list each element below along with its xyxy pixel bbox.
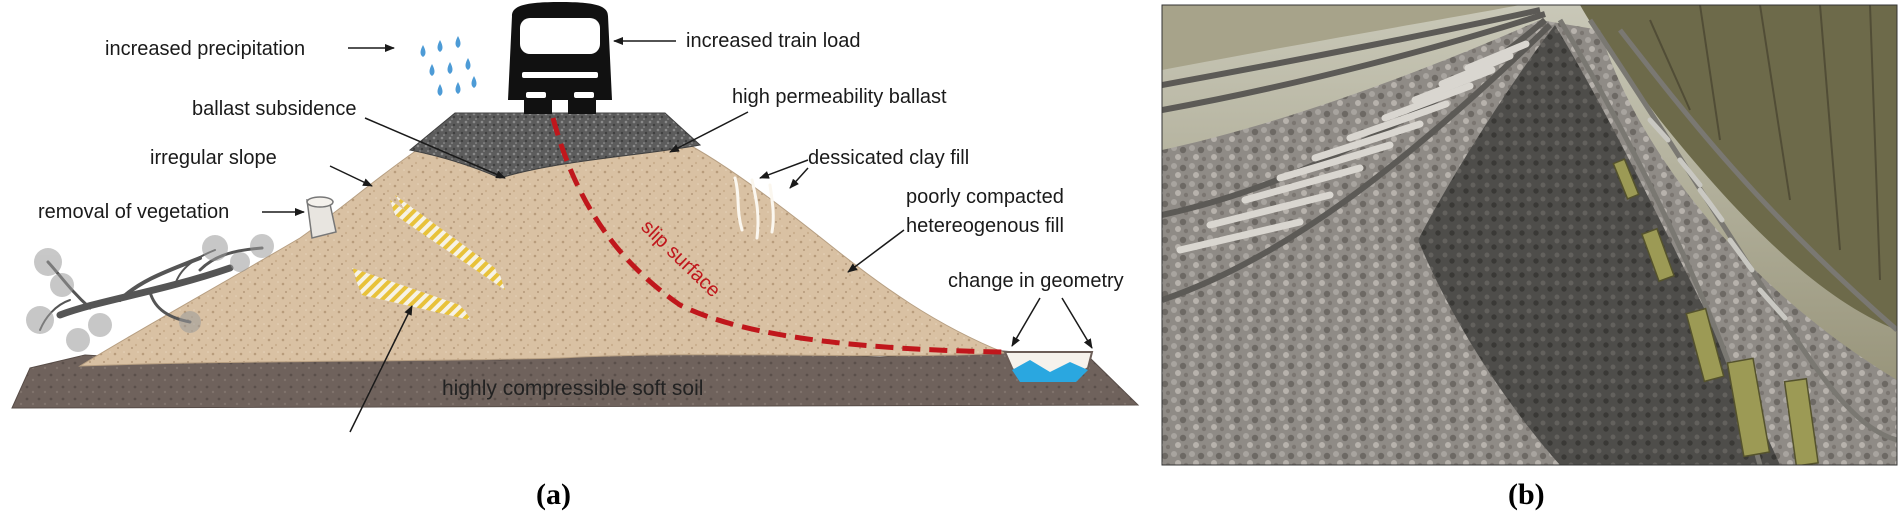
- arrow: [349, 305, 413, 433]
- embankment-fill: [78, 139, 1006, 367]
- subsided-section: [1418, 25, 1780, 465]
- tree-stump-icon: [306, 196, 337, 239]
- ballast-subsidence-label: ballast subsidence: [192, 98, 357, 120]
- panel-a: highly compressible soft soil: [11, 2, 1140, 511]
- change-in-geometry-label: change in geometry: [948, 270, 1124, 292]
- arrow: [1011, 297, 1041, 347]
- caption-a: (a): [536, 478, 571, 511]
- arrow: [847, 229, 905, 273]
- slip-surface-curve: [550, 117, 1006, 355]
- tree-foliage: [26, 234, 274, 352]
- soft-soil-label: highly compressible soft soil: [442, 377, 703, 400]
- arrow: [789, 167, 809, 189]
- increased-train-load-label: increased train load: [686, 30, 861, 52]
- weak-layer-upper: [390, 200, 505, 290]
- sleepers: [1176, 40, 1530, 254]
- train-icon: [508, 2, 612, 114]
- displaced-sleepers: [1612, 158, 1819, 465]
- removal-of-vegetation-label: removal of vegetation: [38, 201, 229, 223]
- poorly-compacted-label-line1: poorly compacted: [906, 186, 1064, 208]
- arrow: [1061, 297, 1093, 349]
- weak-layer-lower: [355, 278, 470, 320]
- poorly-compacted-label-line2: hetereogenous fill: [906, 215, 1064, 237]
- water: [1012, 360, 1088, 382]
- dessicated-clay-fill-label: dessicated clay fill: [808, 147, 969, 169]
- irregular-slope-label: irregular slope: [150, 147, 277, 169]
- arrow: [364, 117, 506, 179]
- arrow: [329, 165, 373, 187]
- increased-precipitation-label: increased precipitation: [105, 38, 305, 60]
- vegetation: [1580, 5, 1897, 330]
- panel-b-photo: [1161, 4, 1898, 466]
- ballast-layer: [408, 112, 702, 179]
- high-permeability-ballast-label: high permeability ballast: [732, 86, 947, 108]
- caption-b: (b): [1508, 478, 1545, 511]
- drainage-ditch: [1003, 351, 1094, 382]
- raindrop-icons: [420, 36, 477, 96]
- desiccation-cracks: [733, 176, 775, 240]
- arrow: [669, 111, 749, 153]
- arrow: [759, 159, 809, 179]
